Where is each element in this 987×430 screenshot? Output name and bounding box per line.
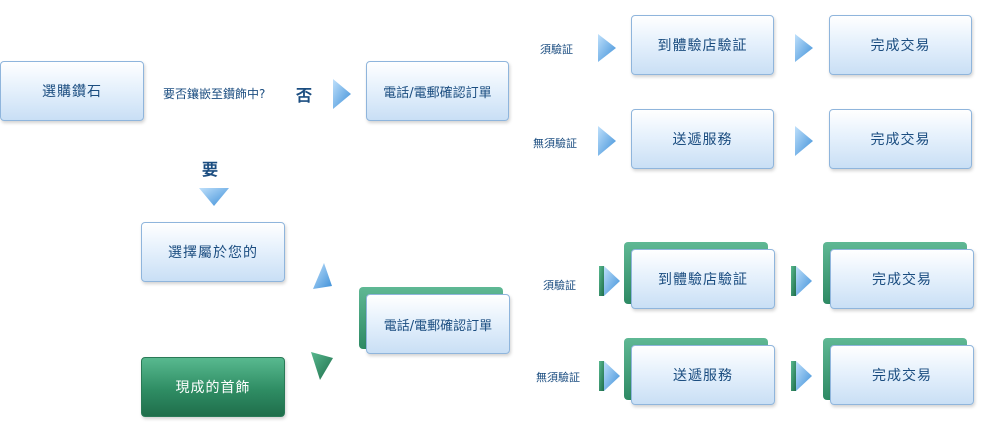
arrow-right-icon [604,361,620,391]
bottom-verify-step-box: 到體驗店驗証 [631,249,775,309]
bottom-verify-step-stack: 到體驗店驗証 [624,242,775,310]
bottom-confirm-stack: 電話/電郵確認訂單 [359,287,510,355]
arrow-right-icon [604,266,620,296]
arrow-bar [791,361,796,391]
arrow-right-icon [598,126,616,156]
no-label: 否 [296,86,313,105]
top-noverify-step-box: 送遞服務 [631,109,774,169]
bottom-noverify-step-stack: 送遞服務 [624,338,775,406]
arrow-right-icon [333,79,351,109]
bottom-verify-done-box: 完成交易 [830,249,974,309]
arrow-bar [791,266,796,296]
question-label: 要否鑲嵌至鑽飾中? [163,87,266,101]
bottom-noverify-done-stack: 完成交易 [823,338,974,406]
top-noverify-done-box: 完成交易 [829,109,972,169]
arrow-right-icon [796,266,812,296]
top-verify-step-box: 到體驗店驗証 [631,15,774,75]
arrow-right-icon [598,34,616,62]
arrow-bar [599,266,604,296]
top-verify-label: 須驗証 [540,43,573,56]
start-box: 選購鑽石 [0,61,144,121]
bottom-noverify-done-box: 完成交易 [830,345,974,405]
arrow-down-green-icon [311,352,333,380]
bottom-noverify-label: 無須驗証 [536,371,580,384]
top-confirm-box: 電話/電郵確認訂單 [366,61,509,121]
choose-own-box: 選擇屬於您的 [141,222,285,282]
arrow-down-icon [199,188,229,206]
ready-made-box: 現成的首飾 [141,357,285,417]
bottom-confirm-box: 電話/電郵確認訂單 [366,294,510,354]
arrow-bar [599,361,604,391]
top-verify-done-box: 完成交易 [829,15,972,75]
top-noverify-label: 無須驗証 [533,137,577,150]
arrow-right-icon [795,126,813,156]
bottom-verify-done-stack: 完成交易 [823,242,974,310]
yes-label: 要 [202,160,219,179]
arrow-up-icon [313,263,332,289]
arrow-right-icon [795,34,813,62]
arrow-right-icon [796,361,812,391]
bottom-noverify-step-box: 送遞服務 [631,345,775,405]
bottom-verify-label: 須驗証 [543,279,576,292]
